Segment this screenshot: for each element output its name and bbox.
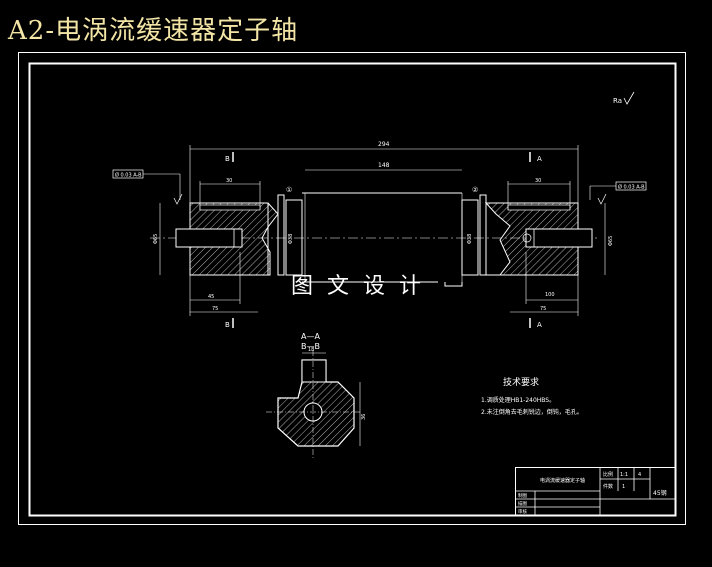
svg-text:B—B: B—B	[301, 342, 320, 351]
right-flange: ② Φ38	[461, 186, 487, 276]
svg-text:描图: 描图	[518, 500, 527, 507]
svg-text:18: 18	[308, 347, 314, 353]
svg-text:30: 30	[535, 178, 541, 184]
roughness-symbol-icon: Ra	[613, 91, 635, 105]
svg-text:技术要求: 技术要求	[503, 376, 539, 388]
overall-dimension: 294	[189, 141, 579, 205]
outer-border	[18, 52, 686, 525]
right-shaft-end: 30 100 75 Φ65	[484, 178, 614, 316]
svg-text:2.未注倒角去毛刺锐边，倒钝，毛孔。: 2.未注倒角去毛刺锐边，倒钝，毛孔。	[481, 408, 583, 416]
left-shaft-end: 30 45 75 Φ65	[153, 178, 279, 316]
section-mark-b-top: B	[225, 155, 230, 163]
tech-requirements: 技术要求 1.调质处理HB1-240HBS。 2.未注倒角去毛刺锐边，倒钝，毛孔…	[481, 376, 583, 416]
svg-text:1.调质处理HB1-240HBS。: 1.调质处理HB1-240HBS。	[481, 396, 555, 404]
svg-text:1: 1	[622, 484, 625, 490]
left-flange: ① Φ38	[277, 186, 303, 276]
svg-text:75: 75	[540, 306, 546, 312]
svg-text:75: 75	[212, 306, 218, 312]
center-dimension: 148	[305, 162, 462, 171]
svg-text:Φ65: Φ65	[608, 236, 614, 246]
section-mark-a-bottom: A	[537, 321, 542, 329]
title-block: 电涡流缓速器定子轴 比例 1:1 件数 1 4 45钢 制图 描图 审核	[515, 467, 676, 516]
svg-text:件数: 件数	[603, 483, 613, 490]
svg-text:电涡流缓速器定子轴: 电涡流缓速器定子轴	[540, 477, 585, 484]
svg-text:36: 36	[361, 414, 367, 420]
svg-text:148: 148	[378, 162, 390, 169]
svg-text:Φ38: Φ38	[467, 234, 473, 244]
section-mark-a-top: A	[537, 155, 542, 163]
inner-border	[28, 62, 677, 517]
svg-text:294: 294	[378, 141, 390, 148]
tolerance-frame-left: Ø 0.03 A-B	[112, 169, 181, 200]
svg-text:4: 4	[638, 472, 641, 478]
svg-text:Φ65: Φ65	[153, 234, 159, 244]
svg-text:制图: 制图	[518, 492, 527, 499]
svg-text:①: ①	[286, 186, 292, 194]
svg-text:审核: 审核	[518, 508, 527, 515]
svg-text:45: 45	[208, 294, 214, 300]
svg-text:100: 100	[545, 292, 555, 298]
section-mark-b-bottom: B	[225, 321, 230, 329]
section-view: A—A B—B 36 18	[266, 332, 367, 458]
svg-text:Φ38: Φ38	[288, 234, 294, 244]
svg-text:Ra: Ra	[613, 97, 622, 105]
svg-text:比例: 比例	[603, 471, 613, 478]
svg-text:30: 30	[226, 178, 232, 184]
drawing-title: A2-电涡流缓速器定子轴	[8, 16, 299, 46]
svg-text:②: ②	[472, 186, 478, 194]
svg-text:1:1: 1:1	[620, 472, 628, 478]
svg-text:Ø 0.03 A-B: Ø 0.03 A-B	[618, 184, 645, 191]
tolerance-frame-right: Ø 0.03 A-B	[589, 181, 647, 200]
svg-text:Ø 0.03 A-B: Ø 0.03 A-B	[115, 172, 142, 179]
watermark-text: 图文设计	[291, 274, 436, 299]
svg-text:45钢: 45钢	[653, 489, 667, 497]
svg-text:A—A: A—A	[301, 332, 320, 341]
